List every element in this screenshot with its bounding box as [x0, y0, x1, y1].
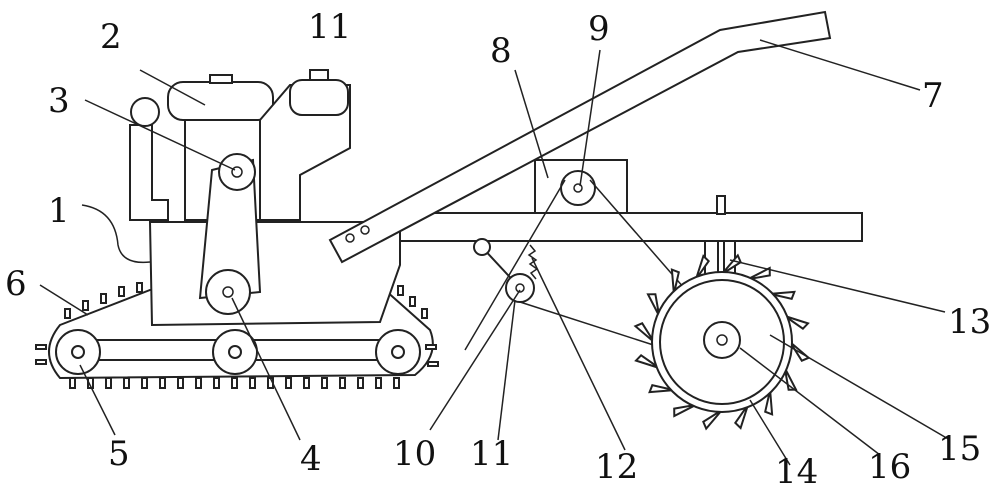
label-4: 4	[300, 439, 322, 479]
upper-pulley	[218, 153, 256, 191]
label-11-bottom: 11	[470, 434, 513, 474]
label-12: 12	[595, 447, 638, 487]
track-tooth	[421, 308, 428, 319]
leader-lines	[39, 39, 951, 466]
tiller-blade	[783, 367, 798, 391]
track-tooth	[123, 377, 130, 389]
exhaust-pipe	[129, 97, 169, 221]
track-tooth	[195, 377, 202, 389]
track-tooth	[159, 377, 166, 389]
label-8: 8	[490, 31, 512, 71]
track-tooth	[339, 377, 346, 389]
tiller-blade	[673, 403, 697, 418]
tiller-blade	[633, 322, 655, 343]
track-tooth	[69, 377, 76, 389]
track-tooth	[357, 377, 364, 389]
tiller-blades	[633, 253, 811, 431]
track-tooth	[303, 377, 310, 389]
tiller-blade	[648, 384, 675, 394]
track-tooth	[100, 293, 107, 304]
handle	[328, 10, 832, 264]
label-16: 16	[868, 447, 911, 487]
belt-drive	[198, 153, 262, 315]
track-tooth	[427, 361, 439, 367]
tiller-blade	[764, 389, 774, 416]
track-tooth	[249, 377, 256, 389]
engine	[167, 69, 351, 221]
tensioner	[473, 238, 539, 303]
label-13: 13	[948, 302, 991, 342]
track-tooth	[425, 344, 437, 350]
tiller-blade	[721, 253, 742, 275]
label-3: 3	[48, 81, 70, 121]
track-tooth	[213, 377, 220, 389]
track-tooth	[136, 282, 143, 293]
track-wheels	[55, 329, 421, 375]
track-tooth	[177, 377, 184, 389]
tiller-hub	[703, 321, 741, 359]
track-tooth	[231, 377, 238, 389]
track-tooth	[409, 296, 416, 307]
track-tooth	[393, 377, 400, 389]
label-6: 6	[5, 264, 27, 304]
track-tooth	[35, 359, 47, 365]
lower-pulley	[205, 269, 251, 315]
track-tooth	[64, 308, 71, 319]
tiller-blade	[702, 409, 723, 431]
spring	[527, 244, 539, 280]
track-tooth	[82, 300, 89, 311]
label-1: 1	[48, 191, 70, 231]
label-10: 10	[393, 434, 436, 474]
tiller-blade	[695, 254, 711, 280]
tension-wheel	[505, 273, 535, 303]
track-tooth	[87, 377, 94, 389]
tiller-blade	[733, 404, 749, 430]
tiller-blade	[646, 293, 661, 317]
label-9: 9	[588, 9, 610, 49]
tiller-blade	[769, 290, 796, 300]
track-tooth	[35, 344, 47, 350]
label-2: 2	[100, 17, 122, 57]
tiller-blade	[634, 353, 660, 369]
track-tooth	[375, 377, 382, 389]
tiller-blade	[747, 266, 771, 281]
label-7: 7	[922, 76, 944, 116]
track-tooth	[105, 377, 112, 389]
label-5: 5	[108, 434, 130, 474]
track-tooth	[141, 377, 148, 389]
rotary-tiller	[633, 253, 811, 431]
part-labels: 1 2 3 4 5 6 7 8 9 10 11 11 12 13 14 15 1…	[5, 7, 991, 490]
track-tooth	[118, 286, 125, 297]
gearbox-pulley	[560, 170, 596, 206]
tiller-blade	[670, 268, 680, 295]
fuel-tank	[289, 79, 349, 116]
gearbox	[534, 159, 628, 214]
track-tooth	[321, 377, 328, 389]
label-14: 14	[775, 452, 818, 490]
engine-top	[167, 81, 274, 121]
track-tooth	[285, 377, 292, 389]
label-11-top: 11	[308, 7, 351, 47]
tiller-blade	[784, 315, 810, 331]
label-15: 15	[938, 429, 981, 469]
track-tooth	[397, 285, 404, 296]
track-teeth	[35, 276, 439, 389]
